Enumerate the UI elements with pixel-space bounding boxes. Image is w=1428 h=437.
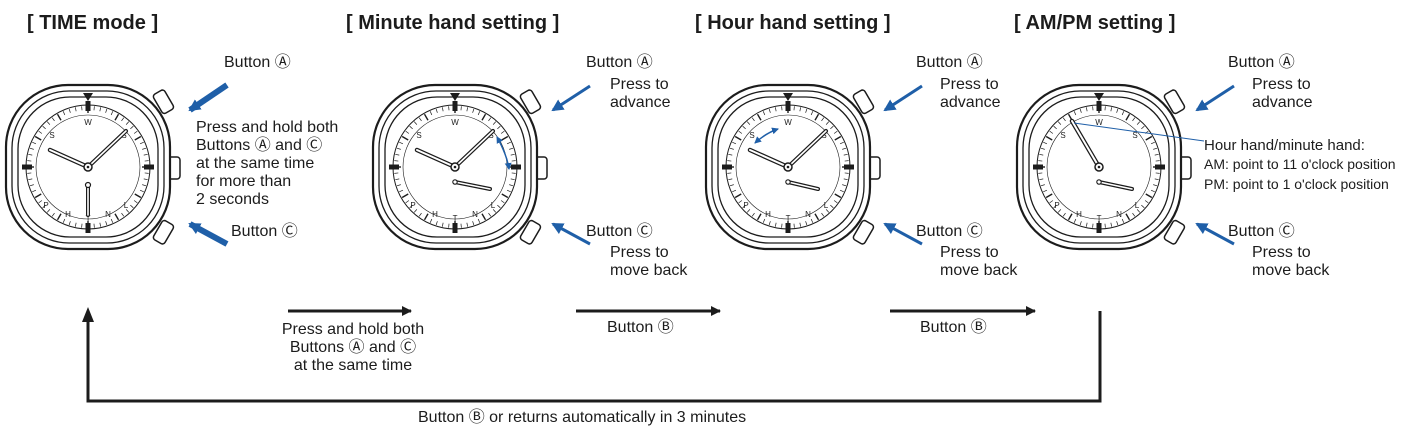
hand-note-am: AM: point to 11 o'clock position	[1204, 156, 1396, 172]
hand-note-leader-line	[1073, 122, 1205, 142]
hour-button-a-action: Press to advance	[940, 76, 1001, 111]
transition-minute-to-hour-label: Button Ⓑ	[607, 319, 674, 336]
time-mode-instruction: Press and hold both Buttons Ⓐ and Ⓒ at t…	[196, 119, 339, 208]
hour-button-c-label: Button Ⓒ	[916, 223, 983, 240]
minute-button-c-action: Press to move back	[610, 244, 688, 279]
time-mode-button-a-label: Button Ⓐ	[224, 54, 291, 71]
transition-hour-to-ampm-label: Button Ⓑ	[920, 319, 987, 336]
mode-flow-arrows	[82, 306, 1102, 403]
hand-note-pm: PM: point to 1 o'clock position	[1204, 176, 1389, 192]
watch-ampm-setting	[1015, 83, 1205, 251]
transition-return-label: Button Ⓑ or returns automatically in 3 m…	[418, 409, 747, 426]
minute-button-a-label: Button Ⓐ	[586, 54, 653, 71]
hand-note-title: Hour hand/minute hand:	[1204, 137, 1365, 154]
minute-hand-motion-arrow	[496, 136, 512, 170]
hour-button-c-action: Press to move back	[940, 244, 1018, 279]
transition-time-to-minute-label: Press and hold both Buttons Ⓐ and Ⓒ at t…	[281, 321, 425, 374]
panel-title-hour-setting: [ Hour hand setting ]	[695, 12, 891, 34]
watch-time-mode	[4, 83, 182, 251]
panel-title-minute-setting: [ Minute hand setting ]	[346, 12, 560, 34]
ampm-button-a-action: Press to advance	[1252, 76, 1313, 111]
button-pointer-arrows	[188, 82, 1235, 247]
ampm-button-a-label: Button Ⓐ	[1228, 54, 1295, 71]
hour-hand-motion-arrow	[754, 127, 779, 144]
minute-button-a-action: Press to advance	[610, 76, 671, 111]
ampm-button-c-label: Button Ⓒ	[1228, 223, 1295, 240]
time-mode-button-c-label: Button Ⓒ	[231, 223, 298, 240]
watch-minute-setting	[371, 83, 549, 251]
minute-button-c-label: Button Ⓒ	[586, 223, 653, 240]
watch-hour-setting	[704, 83, 882, 251]
panel-title-time-mode: [ TIME mode ]	[27, 12, 159, 34]
ampm-button-c-action: Press to move back	[1252, 244, 1330, 279]
panel-title-ampm-setting: [ AM/PM setting ]	[1014, 12, 1176, 34]
hour-button-a-label: Button Ⓐ	[916, 54, 983, 71]
